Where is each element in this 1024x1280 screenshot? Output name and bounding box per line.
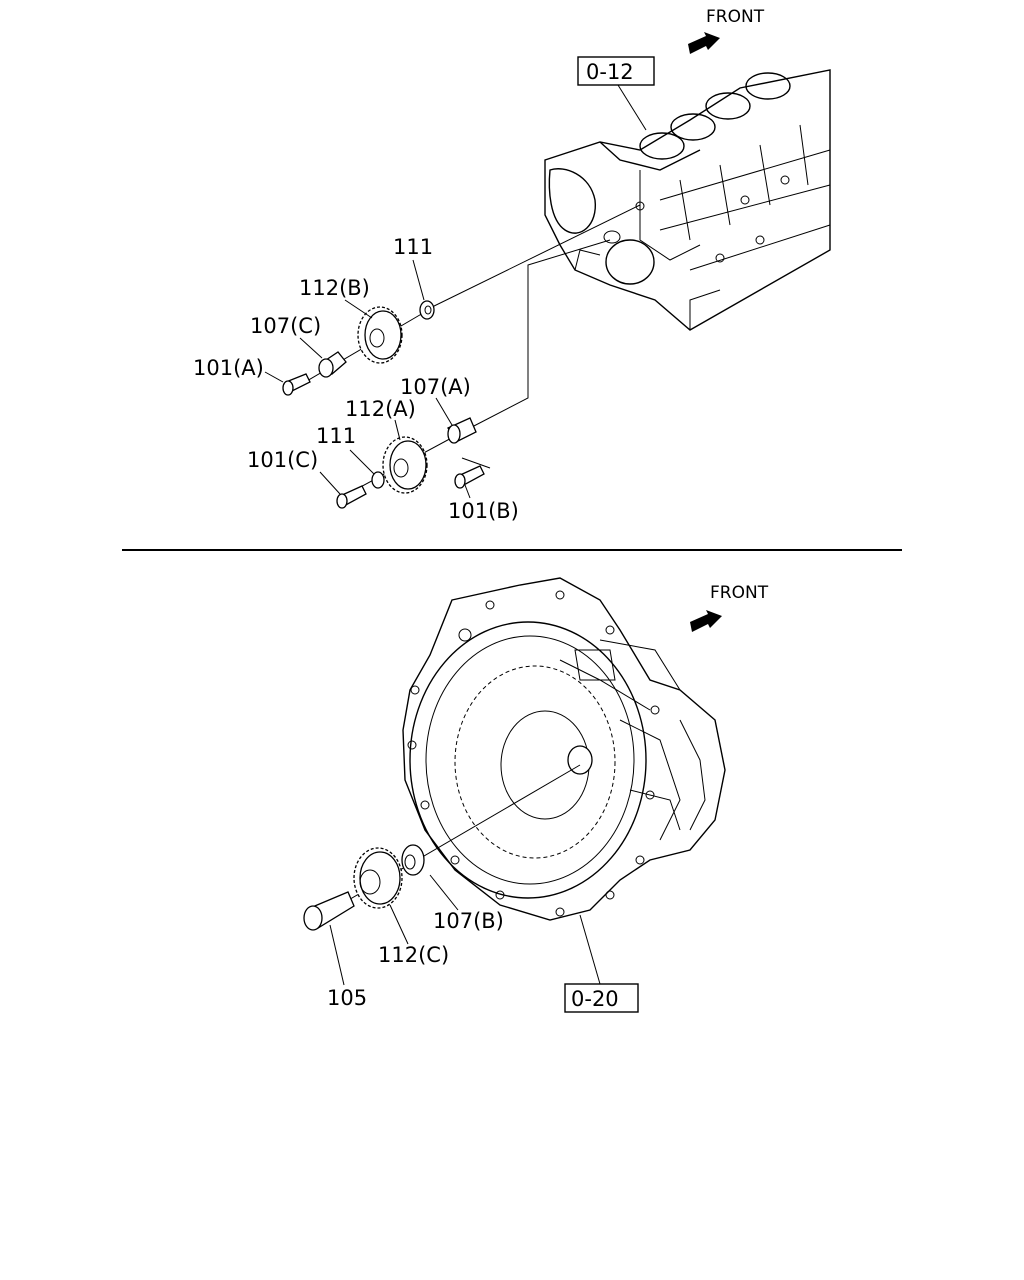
callout-105: 105 [327, 986, 367, 1010]
gear-112a [382, 436, 428, 494]
bolt-105 [303, 891, 355, 931]
bottom-ref-label: 0-20 [571, 987, 619, 1011]
bottom-front-arrow-icon [690, 610, 722, 632]
axis-line-upper [427, 204, 641, 310]
callout-112c: 112(C) [378, 943, 449, 967]
bushing-107c [318, 351, 347, 378]
callout-112b: 112(B) [299, 276, 370, 300]
washer-111-bottom [371, 471, 385, 489]
top-diagram: FRONT 0-12 [193, 7, 831, 523]
callout-112a: 112(A) [345, 397, 416, 421]
bottom-ref-leader [579, 914, 601, 985]
callout-107a: 107(A) [400, 375, 471, 399]
bottom-front-label: FRONT [710, 583, 769, 603]
bolt-101a [282, 373, 311, 396]
bolt-101c [336, 485, 367, 509]
top-ref-label: 0-12 [586, 60, 634, 84]
callout-101c: 101(C) [247, 448, 318, 472]
callout-111-bottom: 111 [316, 424, 356, 448]
engine-block [544, 69, 831, 331]
callout-111-top: 111 [393, 235, 433, 259]
shaft-107a [447, 417, 477, 444]
callout-101a: 101(A) [193, 356, 264, 380]
axis-line-lower [469, 239, 611, 429]
washer-111-top [419, 300, 435, 320]
gear-112c [353, 847, 403, 909]
top-front-label: FRONT [706, 7, 765, 27]
callout-101b: 101(B) [448, 499, 519, 523]
flywheel-housing [402, 577, 726, 921]
top-ref-leader [617, 84, 647, 131]
callout-107c: 107(C) [250, 314, 321, 338]
top-front-arrow-icon [688, 32, 720, 54]
bolt-101b [454, 457, 491, 489]
bushing-107b [401, 844, 425, 876]
gear-112b [357, 306, 403, 364]
top-ref-box [577, 56, 655, 86]
bottom-ref-box [564, 983, 639, 1013]
bottom-diagram: FRONT [303, 577, 769, 1013]
callout-107b: 107(B) [433, 909, 504, 933]
